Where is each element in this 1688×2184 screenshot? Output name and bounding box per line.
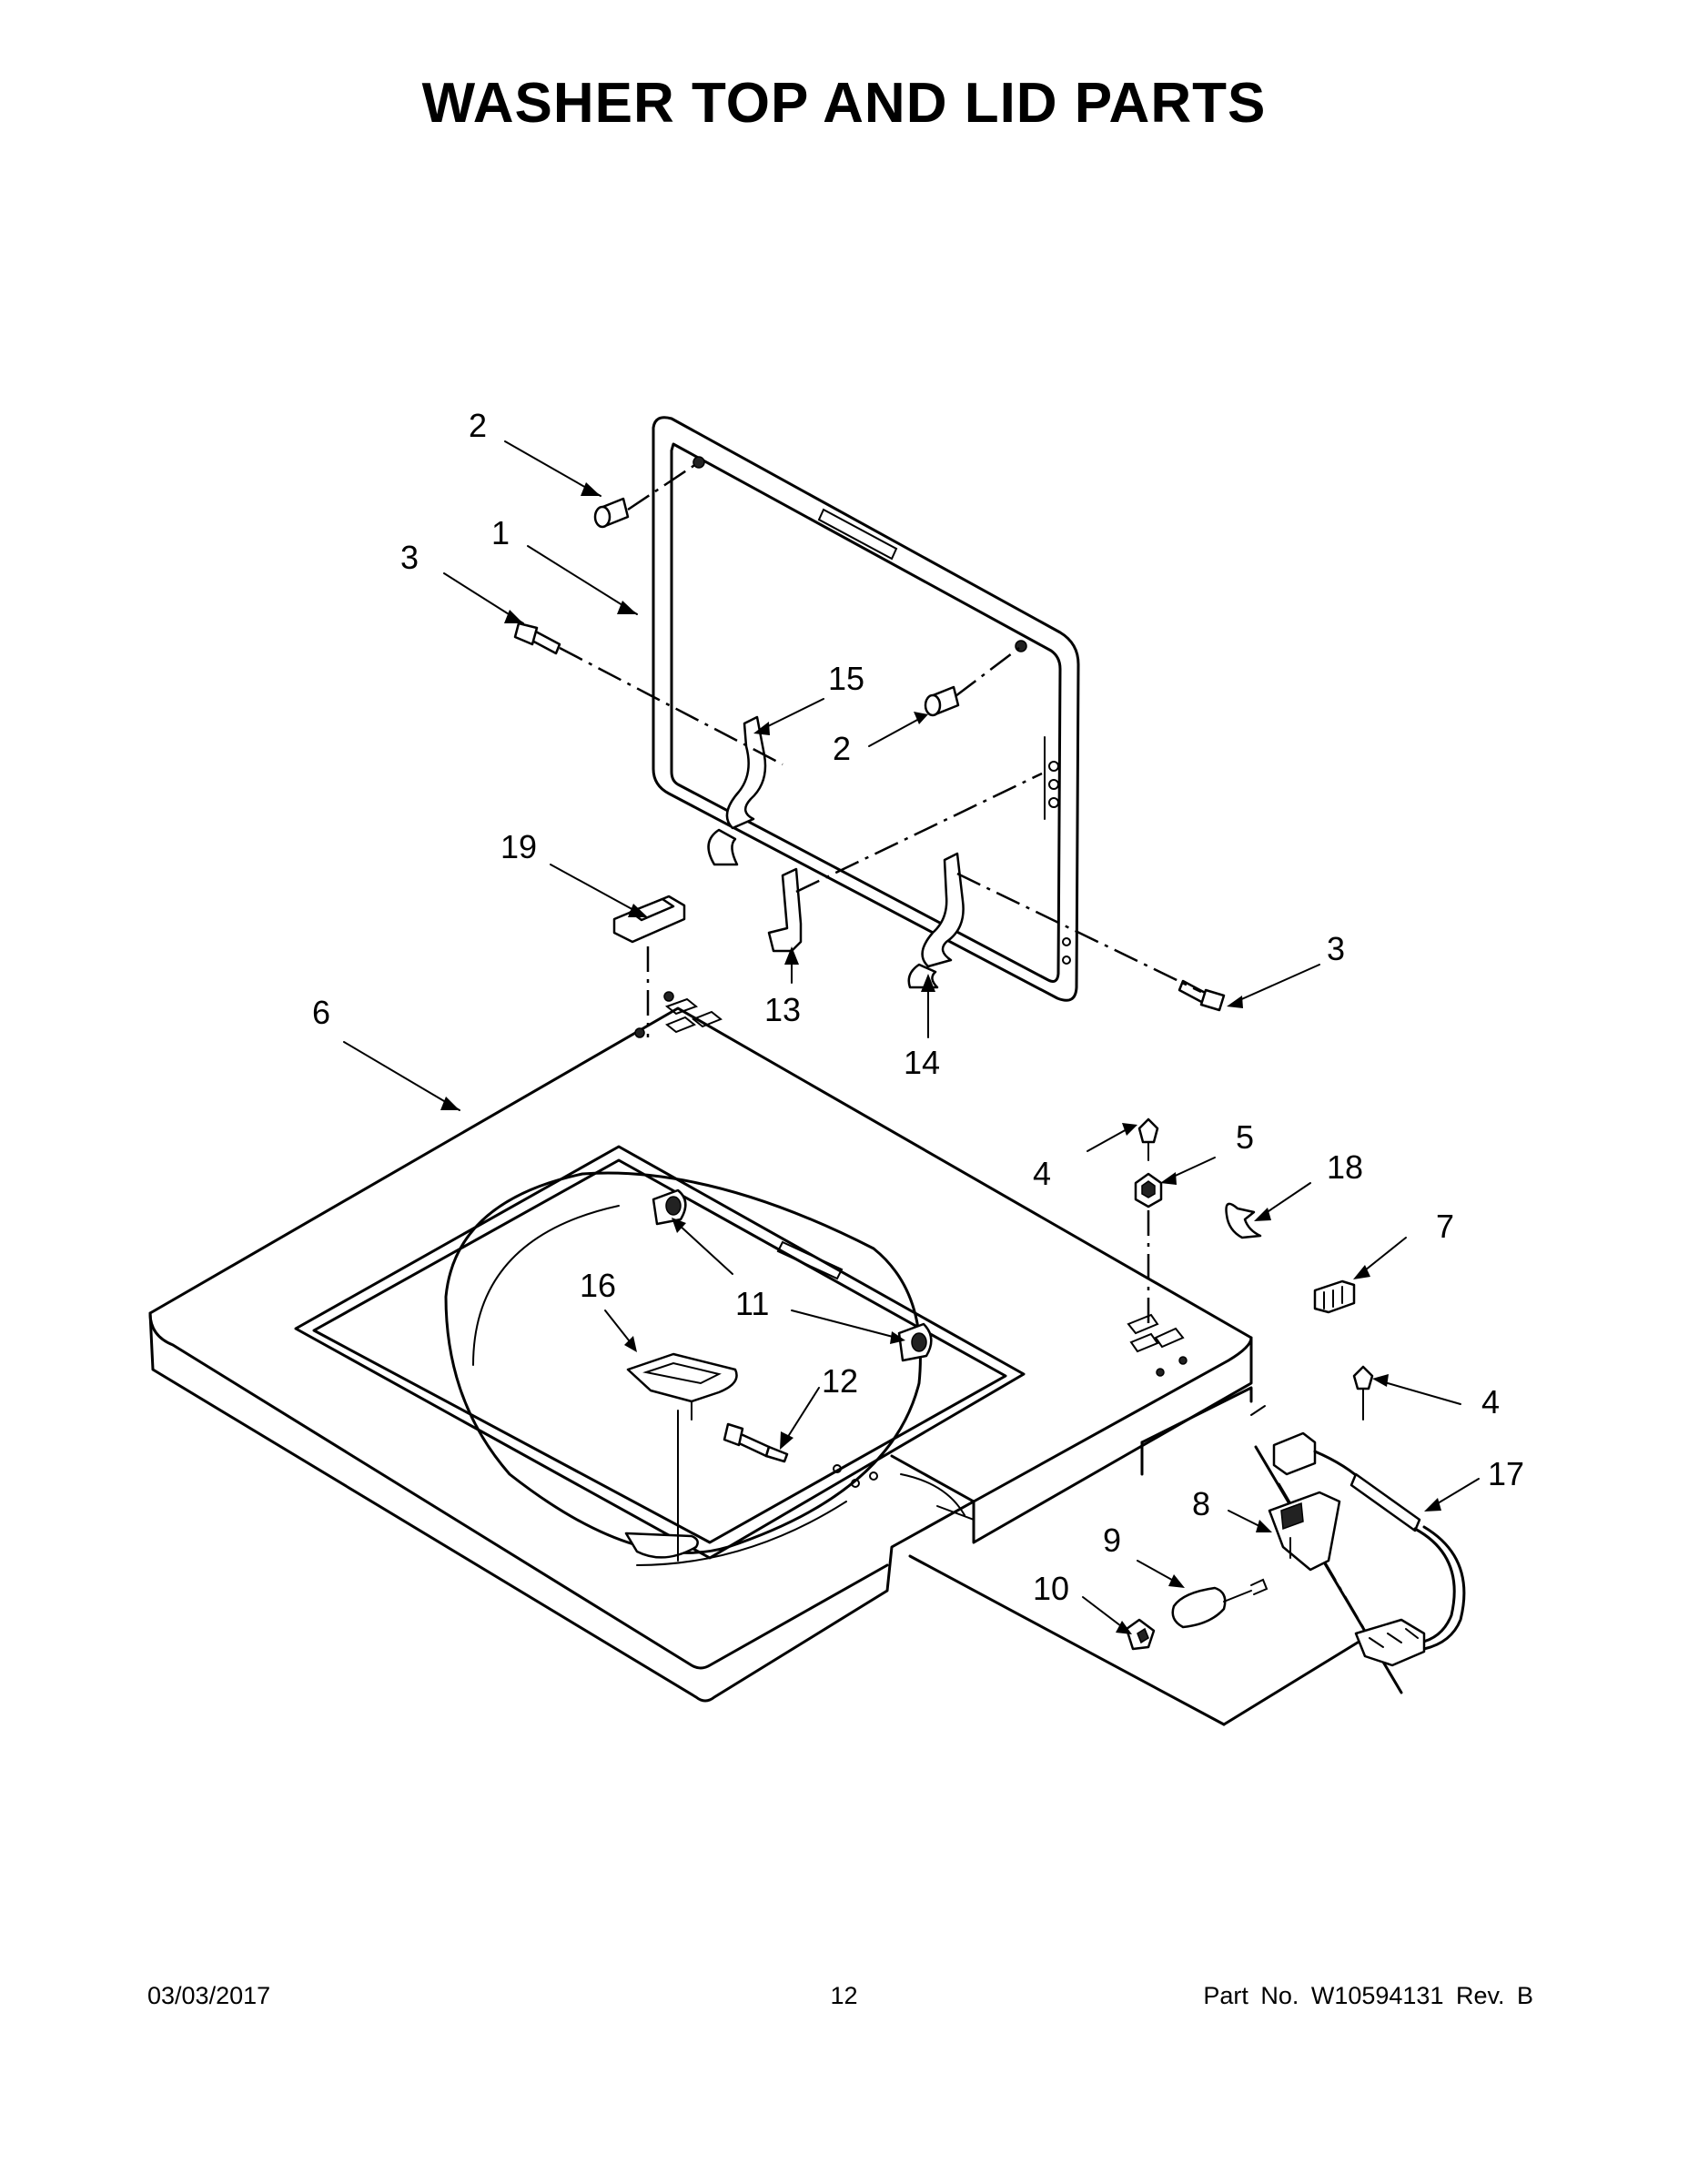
footer-date: 03/03/2017 — [147, 1982, 271, 2009]
page-title: WASHER TOP AND LID PARTS — [421, 72, 1267, 135]
part-11-left — [652, 1188, 687, 1226]
screw-4-lower — [1352, 1365, 1374, 1421]
part-7 — [1313, 1279, 1356, 1314]
callout-14: 14 — [904, 1044, 940, 1081]
callout-3-right: 3 — [1327, 930, 1345, 967]
callout-5: 5 — [1236, 1118, 1254, 1156]
hinge-15 — [707, 715, 767, 866]
part-19 — [612, 895, 686, 944]
callout-1: 1 — [491, 514, 510, 551]
leader-lines — [343, 440, 1480, 1634]
callout-18: 18 — [1327, 1148, 1363, 1186]
part-18 — [1225, 1202, 1262, 1239]
callout-15: 15 — [828, 660, 864, 697]
footer-part-number: Part No. W10594131 Rev. B — [1203, 1982, 1533, 2009]
callout-2-right: 2 — [833, 730, 851, 767]
callout-10: 10 — [1033, 1570, 1069, 1607]
part-8-lid-switch — [1268, 1491, 1341, 1572]
part-17-harness — [1272, 1431, 1466, 1667]
callout-19: 19 — [500, 828, 537, 865]
part-5-nut — [1134, 1172, 1163, 1208]
screw-3-left — [513, 622, 561, 655]
footer-page-number: 12 — [830, 1982, 858, 2009]
callout-2-top: 2 — [469, 407, 487, 444]
callout-12: 12 — [822, 1362, 858, 1400]
top-rear-bracket — [890, 1454, 975, 1539]
callout-6: 6 — [312, 994, 330, 1031]
callout-9: 9 — [1103, 1522, 1121, 1559]
callout-7: 7 — [1436, 1208, 1454, 1245]
callout-17: 17 — [1488, 1455, 1524, 1492]
part-10 — [1125, 1618, 1156, 1651]
lid-bumper-2-right — [924, 685, 960, 717]
screw-3-right — [1178, 979, 1226, 1012]
hinge-13 — [767, 867, 803, 953]
lid-bumper-2-top — [593, 497, 630, 529]
part-9 — [1171, 1578, 1269, 1629]
part-12 — [723, 1422, 789, 1463]
callout-16: 16 — [580, 1267, 616, 1304]
screw-4-upper — [1137, 1117, 1159, 1161]
callout-11: 11 — [735, 1285, 769, 1322]
lid-frame — [652, 416, 1080, 1002]
washer-top-panel — [148, 991, 1253, 1703]
callout-4-lower: 4 — [1481, 1383, 1500, 1421]
part-11-right — [897, 1322, 933, 1362]
callout-3-left: 3 — [400, 539, 419, 576]
part-16 — [626, 1352, 738, 1562]
callout-13: 13 — [764, 991, 801, 1028]
callout-4-upper: 4 — [1033, 1155, 1051, 1192]
callout-8: 8 — [1192, 1485, 1210, 1522]
